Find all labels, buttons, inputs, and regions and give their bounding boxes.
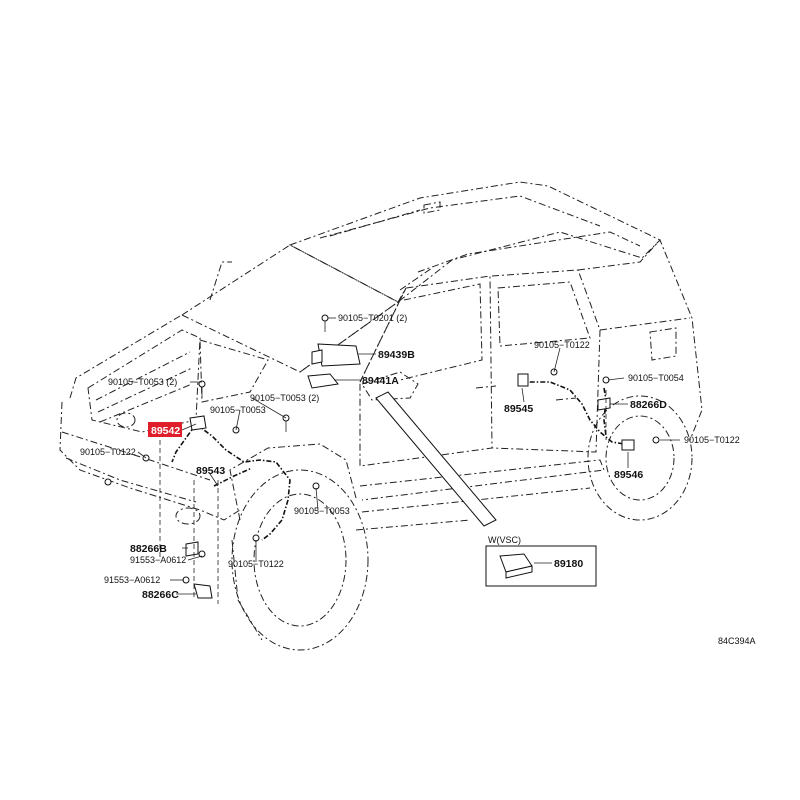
inset-title: W(VSC) xyxy=(488,535,521,545)
part-label-89441a: 89441A xyxy=(362,375,399,387)
part-label-90105-t0122-rear: 90105−T0122 xyxy=(534,340,590,350)
part-label-89542-highlighted[interactable]: 89542 xyxy=(148,422,182,437)
speed-sensor-icon xyxy=(189,415,207,431)
part-label-90105-t0053-b: 90105−T0053 xyxy=(294,506,350,516)
diagram-code: 84C394A xyxy=(718,636,756,646)
part-label-90105-t0122-bottom: 90105−T0122 xyxy=(228,559,284,569)
part-label-89543: 89543 xyxy=(196,465,225,477)
speed-sensor-icon xyxy=(185,541,199,557)
speed-sensor-icon xyxy=(193,583,213,599)
speed-sensor-icon xyxy=(621,439,635,451)
part-label-90105-t0122-right: 90105−T0122 xyxy=(684,435,740,445)
part-label-90105-t0122-left: 90105−T0122 xyxy=(80,447,136,457)
bolt-icon xyxy=(652,436,660,444)
sensor-harnesses xyxy=(171,377,625,541)
part-labels: 90105−T0201 (2) 89439B 89441A 90105−T005… xyxy=(80,313,756,646)
speed-sensor-icon xyxy=(597,397,611,411)
inset-vsc: W(VSC) 89180 xyxy=(485,535,597,587)
actuator-ecu-icon xyxy=(499,553,533,579)
part-label-89439b: 89439B xyxy=(378,349,415,361)
bolt-icon xyxy=(198,380,206,398)
bolt-icon xyxy=(282,414,290,432)
part-label-90105-t0054: 90105−T0054 xyxy=(628,373,684,383)
part-label-89546: 89546 xyxy=(614,469,643,481)
parts xyxy=(104,314,660,599)
part-label-88266c: 88266C xyxy=(142,589,179,601)
part-label-88266b: 88266B xyxy=(130,543,167,555)
part-label-88266d: 88266D xyxy=(630,399,667,411)
part-label-90105-t0053-2-mid: 90105−T0053 (2) xyxy=(250,393,319,403)
inset-pointer xyxy=(375,391,497,527)
part-label-90105-t0053-2-left: 90105−T0053 (2) xyxy=(108,377,177,387)
part-label-91553-a0612-b: 91553−A0612 xyxy=(104,575,160,585)
bolt-icon xyxy=(104,478,112,486)
leader-lines xyxy=(137,317,680,604)
part-label-89545: 89545 xyxy=(504,403,533,415)
part-label-91553-a0612-a: 91553−A0612 xyxy=(130,555,186,565)
part-label-89542: 89542 xyxy=(151,425,180,437)
speed-sensor-icon xyxy=(517,373,529,387)
part-label-89180: 89180 xyxy=(554,558,583,570)
highlight-box xyxy=(148,422,182,437)
part-label-90105-t0053-a: 90105−T0053 xyxy=(210,405,266,415)
bolt-icon xyxy=(321,314,329,332)
part-label-90105-t0201-2: 90105−T0201 (2) xyxy=(338,313,407,323)
bolt-icon xyxy=(198,550,206,558)
vehicle-outline xyxy=(59,181,703,651)
